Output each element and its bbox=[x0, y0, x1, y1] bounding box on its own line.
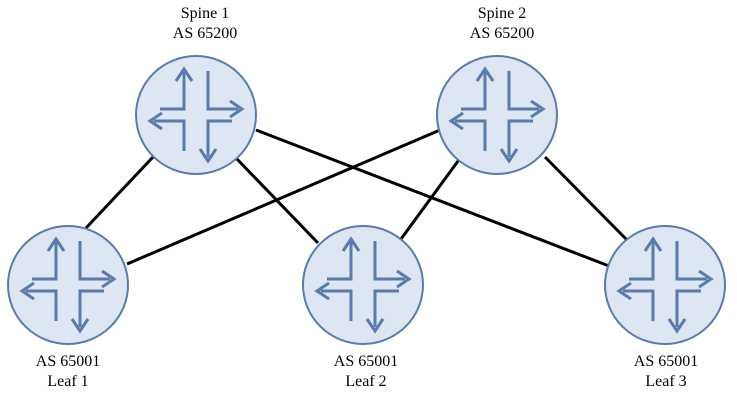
leaf-1-arrowhead-1 bbox=[101, 269, 117, 289]
spine-2-arrow-0 bbox=[461, 71, 487, 111]
leaf-2-label: AS 65001 Leaf 2 bbox=[286, 352, 446, 392]
leaf-3-arrow-1 bbox=[675, 241, 707, 281]
spine-1-arrow-1 bbox=[206, 71, 238, 111]
leaf-2-name: Leaf 2 bbox=[345, 373, 387, 390]
leaf-3-arrow-0 bbox=[629, 241, 655, 281]
links-layer bbox=[84, 128, 629, 268]
spine-2-name: Spine 2 bbox=[477, 5, 527, 22]
spine-2-arrow-3 bbox=[507, 119, 533, 157]
leaf-1-arrowhead-3 bbox=[70, 318, 90, 334]
spine-2-router-icon bbox=[436, 55, 558, 175]
leaf-1-arrowhead-0 bbox=[46, 236, 66, 252]
leaf-1-name: Leaf 1 bbox=[47, 373, 89, 390]
leaf-2-router-icon bbox=[302, 225, 424, 345]
spine-1-arrow-3 bbox=[206, 119, 232, 157]
spine-1-arrowhead-2 bbox=[147, 111, 163, 131]
leaf-1-arrowhead-2 bbox=[19, 281, 35, 301]
leaf-2-asn: AS 65001 bbox=[333, 353, 399, 370]
spine-1-arrow-2 bbox=[154, 119, 186, 151]
spine-1-arrow-0 bbox=[160, 71, 186, 111]
leaf-3-name: Leaf 3 bbox=[645, 373, 687, 390]
leaf-1-arrow-2 bbox=[26, 289, 58, 321]
leaf-3-label: AS 65001 Leaf 3 bbox=[586, 352, 737, 392]
link-spine2-leaf3 bbox=[543, 155, 629, 242]
leaf-2-arrow-2 bbox=[321, 289, 353, 321]
link-spine1-leaf1 bbox=[84, 155, 155, 230]
leaf-2-router-body bbox=[302, 225, 424, 345]
leaf-1-router-body bbox=[7, 225, 129, 345]
leaf-2-arrowhead-0 bbox=[341, 236, 361, 252]
leaf-2-arrow-0 bbox=[327, 241, 353, 281]
leaf-3-arrowhead-1 bbox=[698, 269, 714, 289]
spine-2-arrowhead-1 bbox=[530, 99, 546, 119]
leaf-3-arrowhead-3 bbox=[667, 318, 687, 334]
spine-1-asn: AS 65200 bbox=[172, 25, 238, 42]
spine-2-asn: AS 65200 bbox=[469, 25, 535, 42]
spine-2-arrow-1 bbox=[507, 71, 539, 111]
leaf-2-arrowhead-2 bbox=[314, 281, 330, 301]
leaf-1-asn: AS 65001 bbox=[35, 353, 101, 370]
spine-2-arrowhead-0 bbox=[475, 66, 495, 82]
leaf-1-label: AS 65001 Leaf 1 bbox=[0, 352, 148, 392]
leaf-2-arrow-1 bbox=[373, 241, 405, 281]
spine-2-label: Spine 2 AS 65200 bbox=[422, 4, 582, 44]
routers-layer bbox=[7, 55, 726, 345]
leaf-3-asn: AS 65001 bbox=[633, 353, 699, 370]
leaf-3-router-body bbox=[604, 225, 726, 345]
leaf-3-arrowhead-0 bbox=[643, 236, 663, 252]
spine-1-router-icon bbox=[135, 55, 257, 175]
spine-1-label: Spine 1 AS 65200 bbox=[125, 4, 285, 44]
leaf-3-router-icon bbox=[604, 225, 726, 345]
spine-2-router-body bbox=[436, 55, 558, 175]
leaf-2-arrow-3 bbox=[373, 289, 399, 327]
leaf-2-arrowhead-1 bbox=[396, 269, 412, 289]
spine-2-arrow-2 bbox=[455, 119, 487, 151]
leaf-1-arrow-1 bbox=[78, 241, 110, 281]
link-spine2-leaf2 bbox=[399, 156, 463, 240]
leaf-2-arrowhead-3 bbox=[365, 318, 385, 334]
spine-2-arrowhead-2 bbox=[448, 111, 464, 131]
spine-1-name: Spine 1 bbox=[180, 5, 230, 22]
spine-1-arrowhead-0 bbox=[174, 66, 194, 82]
leaf-3-arrow-2 bbox=[623, 289, 655, 321]
spine-1-arrowhead-3 bbox=[198, 148, 218, 164]
leaf-3-arrow-3 bbox=[675, 289, 701, 327]
spine-1-router-body bbox=[135, 55, 257, 175]
leaf-1-arrow-3 bbox=[78, 289, 104, 327]
leaf-1-arrow-0 bbox=[32, 241, 58, 281]
spine-2-arrowhead-3 bbox=[499, 148, 519, 164]
spine-1-arrowhead-1 bbox=[229, 99, 245, 119]
leaf-1-router-icon bbox=[7, 225, 129, 345]
leaf-3-arrowhead-2 bbox=[616, 281, 632, 301]
link-spine2-leaf1 bbox=[126, 128, 441, 266]
